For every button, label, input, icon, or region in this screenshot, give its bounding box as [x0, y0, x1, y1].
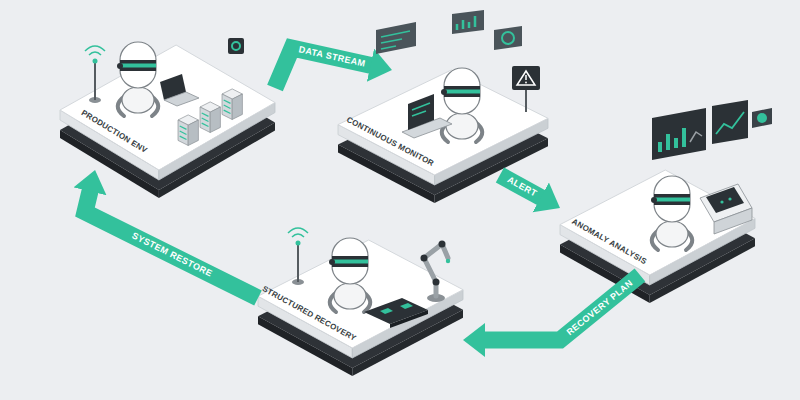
screen-bars — [457, 16, 475, 30]
circuit-chip — [380, 308, 393, 314]
robot-arm — [424, 244, 448, 296]
console-light — [728, 197, 731, 200]
floating-screen — [494, 26, 522, 50]
platform-top — [258, 240, 463, 348]
laptop-base — [164, 92, 199, 106]
flow-arrow — [85, 170, 258, 298]
desk-monitor — [408, 94, 434, 130]
platform: STRUCTURED RECOVERY — [258, 240, 463, 348]
platform-shape — [560, 170, 755, 275]
platform-shape — [258, 240, 463, 348]
circuit-board-edge — [390, 310, 428, 328]
platform-top — [338, 70, 548, 175]
console — [700, 184, 752, 222]
platform-top — [60, 45, 275, 170]
warning-dot — [525, 82, 527, 84]
robot-arm-base — [427, 294, 445, 302]
flow-label: DATA STREAM — [298, 45, 367, 68]
platform-shape — [60, 45, 275, 170]
console-light — [720, 200, 723, 203]
robot-arm-joint — [439, 241, 446, 248]
platform: CONTINUOUS MONITOR — [338, 70, 548, 175]
warning-mark — [525, 75, 527, 80]
console-panel — [706, 187, 744, 213]
flow-arrow — [275, 48, 392, 88]
desk — [402, 118, 452, 138]
platform: PRODUCTION ENV — [60, 45, 275, 170]
robot — [441, 68, 482, 142]
console-front — [714, 208, 752, 234]
server-rack — [178, 115, 198, 146]
floating-screen — [376, 22, 416, 54]
dashboard-screen — [712, 100, 748, 144]
robot-arm-joint — [433, 279, 440, 286]
gear-icon-ring — [232, 42, 240, 50]
screen-lines — [381, 31, 410, 49]
dashboard-pie — [757, 113, 767, 123]
dashboard-chart — [716, 112, 744, 134]
server-rack — [200, 102, 220, 133]
flow-arrow — [463, 275, 640, 340]
server-rack — [222, 89, 242, 120]
robot — [117, 42, 158, 116]
warning-triangle — [517, 71, 535, 85]
laptop-screen — [160, 74, 186, 100]
flow-label: SYSTEM RESTORE — [130, 231, 213, 278]
platform: ANOMALY ANALYSIS — [560, 170, 755, 275]
dashboard-panel — [752, 108, 772, 128]
dashboard-line — [690, 132, 702, 142]
antenna — [288, 228, 308, 285]
circuit-chip — [400, 303, 413, 309]
flow-arrow — [500, 175, 560, 208]
flow-label: ALERT — [505, 175, 537, 198]
dashboard-screen — [652, 108, 706, 160]
warning-sign — [512, 66, 540, 90]
dashboard-bars — [660, 128, 684, 152]
platform-top — [560, 170, 755, 275]
antenna — [85, 46, 105, 103]
robot-arm-tool — [446, 259, 450, 263]
robot-arm-joint — [421, 255, 428, 262]
sign-post — [525, 88, 527, 112]
screen-gauge — [502, 32, 514, 44]
monitor-lines — [412, 103, 430, 116]
robot — [329, 238, 370, 312]
platform-shape — [338, 70, 548, 175]
gear-icon — [228, 38, 244, 54]
robot — [651, 176, 692, 250]
floating-screen — [452, 10, 484, 34]
circuit-board — [364, 298, 428, 324]
